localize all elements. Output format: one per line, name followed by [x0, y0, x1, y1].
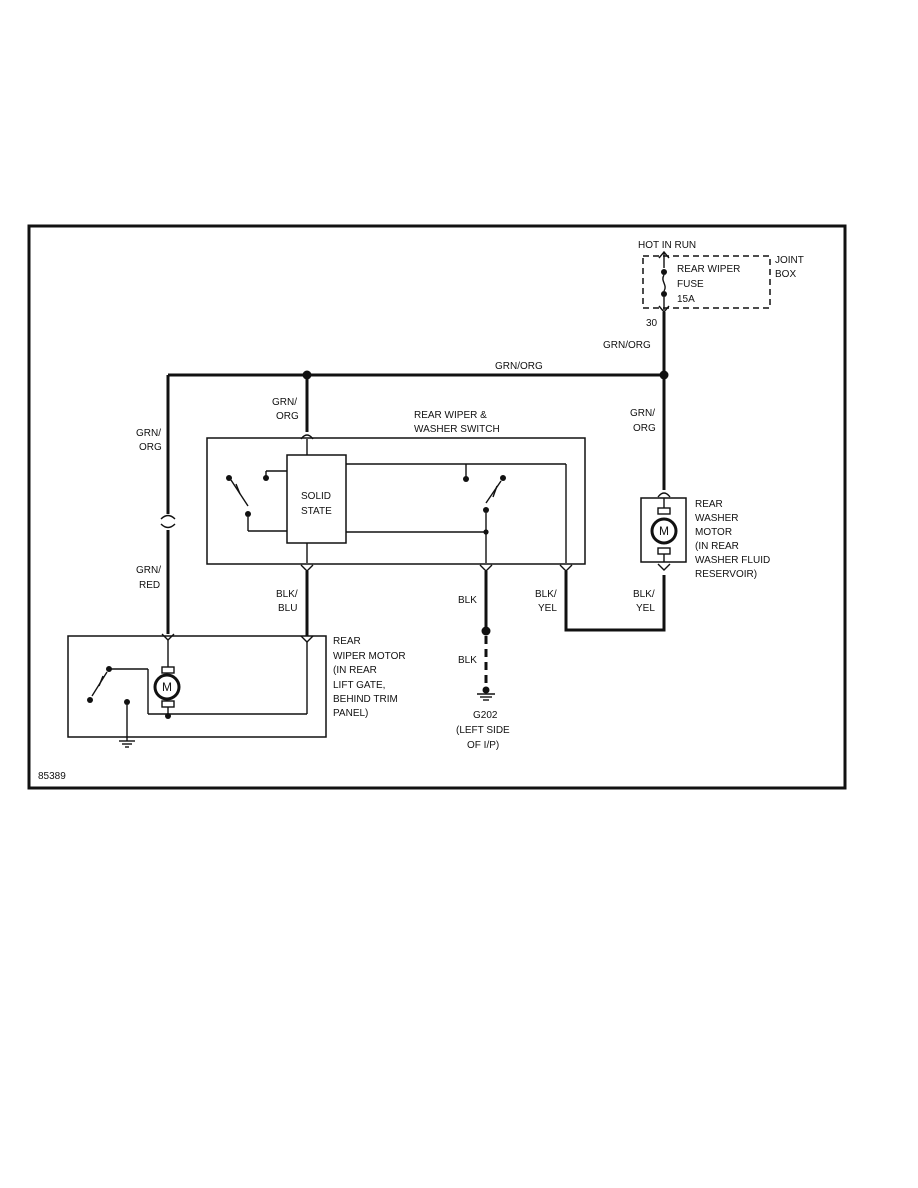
switch-bottom-connectors: [300, 564, 573, 572]
connector-washer-bottom: [657, 563, 671, 571]
wiper-motor-m-label: M: [162, 680, 172, 694]
wire-label-grn-org-switch-1: GRN/: [272, 397, 297, 408]
ground-label-3: OF I/P): [467, 740, 499, 751]
switch-internal-wiring: [226, 439, 567, 563]
solid-state-label-2: STATE: [301, 506, 332, 517]
wiper-motor-label-2: WIPER MOTOR: [333, 651, 406, 662]
wire-label-grn-org-switch-2: ORG: [276, 411, 299, 422]
wiper-motor-label-4: LIFT GATE,: [333, 680, 385, 691]
wire-label-blk-bottom: BLK: [458, 655, 477, 666]
wire-label-grn-org-main: GRN/ORG: [495, 361, 543, 372]
joint-box-label-2: BOX: [775, 269, 796, 280]
fuse-label-2: FUSE: [677, 279, 704, 290]
wiper-motor-label-6: PANEL): [333, 708, 368, 719]
hot-in-run-label: HOT IN RUN: [638, 240, 696, 251]
washer-motor-label-5: WASHER FLUID: [695, 555, 770, 566]
fuse-symbol: [658, 250, 670, 314]
wire-label-blk-yel-switch-1: BLK/: [535, 589, 557, 600]
wire-label-blk-blu-2: BLU: [278, 603, 297, 614]
joint-box-outline: [642, 255, 771, 309]
diagram-frame: [27, 224, 847, 790]
connector-left-bottom: [160, 523, 176, 529]
washer-motor-label-4: (IN REAR: [695, 541, 739, 552]
washer-motor-label-1: REAR: [695, 499, 723, 510]
wire-label-grn-org-fuse: GRN/ORG: [603, 340, 651, 351]
wiper-motor-box: [67, 635, 327, 738]
terminal-30-label: 30: [646, 318, 658, 329]
splice-blk: [481, 626, 491, 636]
washer-motor-label-6: RESERVOIR): [695, 569, 757, 580]
wire-label-blk-yel-washer-2: YEL: [636, 603, 655, 614]
wiper-motor-internal: [87, 640, 308, 748]
joint-box-label-1: JOINT: [775, 255, 804, 266]
wire-label-grn-org-left-1: GRN/: [136, 428, 161, 439]
solid-state-label-1: SOLID: [301, 491, 331, 502]
wire-label-blk-yel-switch-2: YEL: [538, 603, 557, 614]
switch-box: [206, 437, 586, 565]
fuse-label-1: REAR WIPER: [677, 264, 740, 275]
wire-blk-yel: [564, 571, 666, 632]
wire-label-grn-red-2: RED: [139, 580, 160, 591]
connector-washer-top: [657, 492, 671, 498]
wire-label-grn-red-1: GRN/: [136, 565, 161, 576]
ground-label-2: (LEFT SIDE: [456, 725, 510, 736]
ground-g202-symbol: [477, 686, 495, 701]
washer-motor-symbol: [650, 498, 678, 562]
connector-wiper-right: [300, 635, 314, 643]
wire-label-blk-yel-washer-1: BLK/: [633, 589, 655, 600]
figure-id: 85389: [38, 771, 66, 782]
ground-label-1: G202: [473, 710, 498, 721]
wiper-motor-label-1: REAR: [333, 636, 361, 647]
fuse-label-3: 15A: [677, 294, 695, 305]
switch-title-2: WASHER SWITCH: [414, 424, 500, 435]
solid-state-box: [286, 454, 347, 544]
wire-label-grn-org-left-2: ORG: [139, 442, 162, 453]
wiper-motor-label-5: BEHIND TRIM: [333, 694, 398, 705]
switch-title-1: REAR WIPER &: [414, 410, 487, 421]
wire-label-grn-org-washer-2: ORG: [633, 423, 656, 434]
washer-motor-m-label: M: [659, 524, 669, 538]
wire-label-blk-top: BLK: [458, 595, 477, 606]
washer-motor-label-2: WASHER: [695, 513, 739, 524]
wiper-motor-label-3: (IN REAR: [333, 665, 377, 676]
wire-label-blk-blu-1: BLK/: [276, 589, 298, 600]
connector-wiper-left: [161, 633, 175, 641]
connector-left-top: [160, 514, 176, 520]
wire-label-grn-org-washer-1: GRN/: [630, 408, 655, 419]
washer-motor-label-3: MOTOR: [695, 527, 732, 538]
